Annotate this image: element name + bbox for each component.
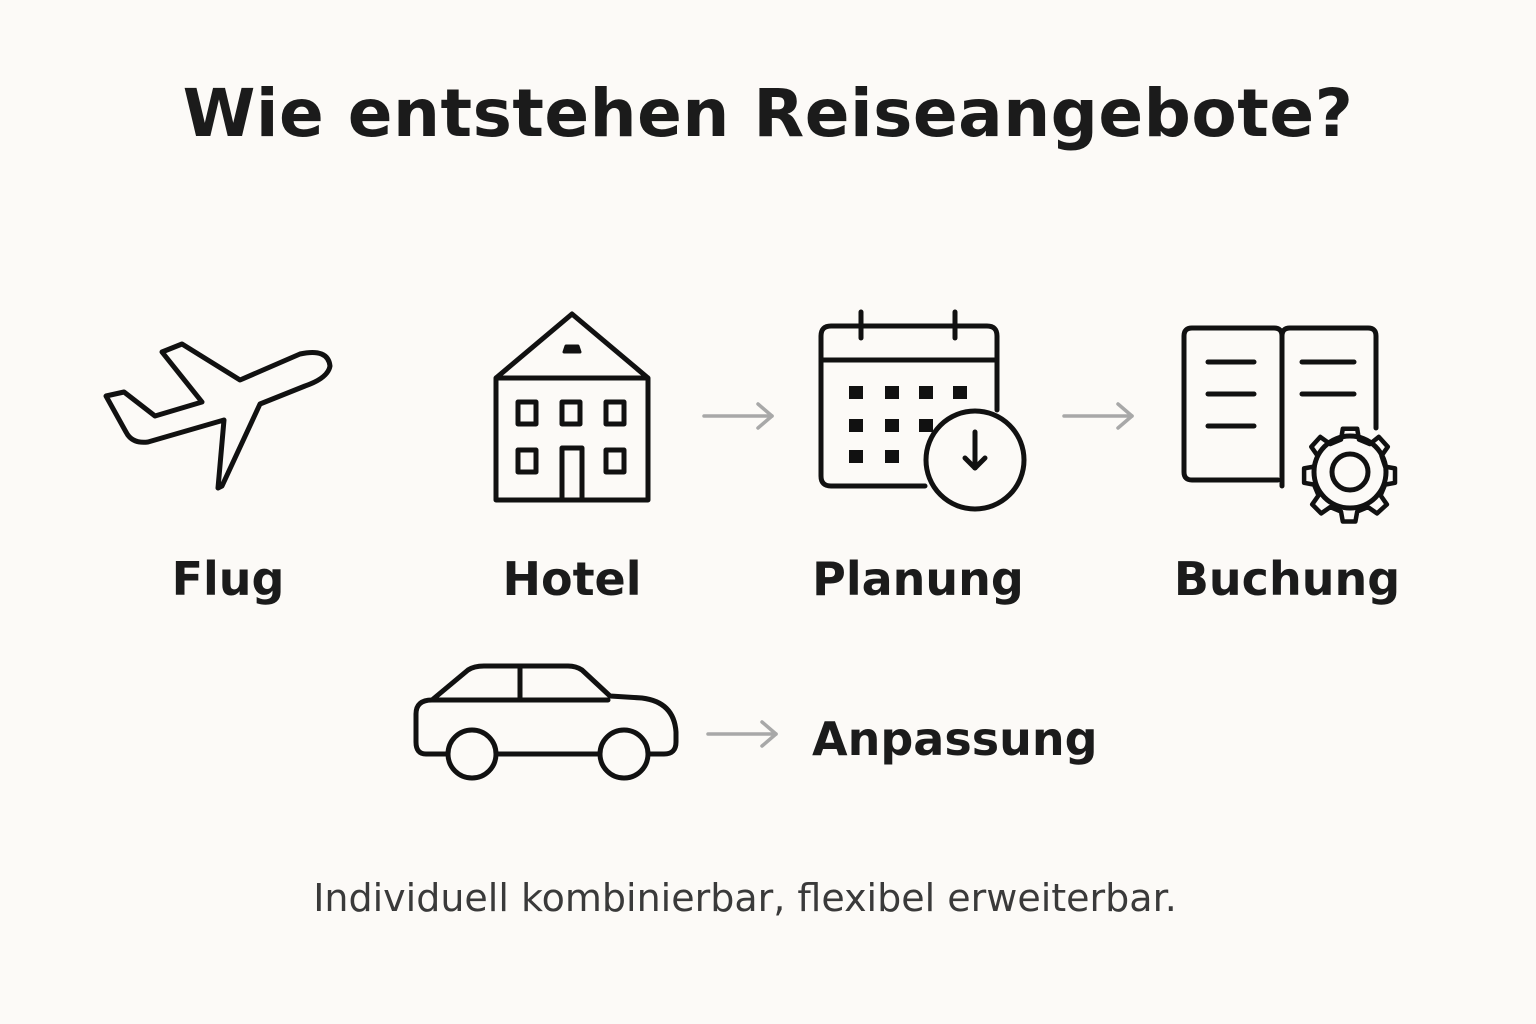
step-label-hotel: Hotel — [502, 552, 642, 606]
step-label-anpassung: Anpassung — [812, 712, 1098, 766]
step-label-buchung: Buchung — [1173, 552, 1401, 606]
diagram-title: Wie entstehen Reiseangebote? — [182, 75, 1354, 152]
car-icon — [412, 662, 680, 782]
arrow-hotel-to-planung — [702, 400, 776, 432]
footer-caption: Individuell kombinierbar, flexibel erwei… — [313, 876, 1177, 920]
hotel-building-icon — [490, 311, 655, 504]
step-label-flug: Flug — [171, 552, 285, 606]
arrow-car-to-anpassung — [706, 718, 780, 750]
book-gear-icon — [1178, 322, 1408, 527]
calendar-clock-icon — [815, 308, 1030, 516]
arrow-planung-to-buchung — [1062, 400, 1136, 432]
step-label-planung: Planung — [812, 552, 1024, 606]
airplane-icon — [100, 336, 340, 501]
